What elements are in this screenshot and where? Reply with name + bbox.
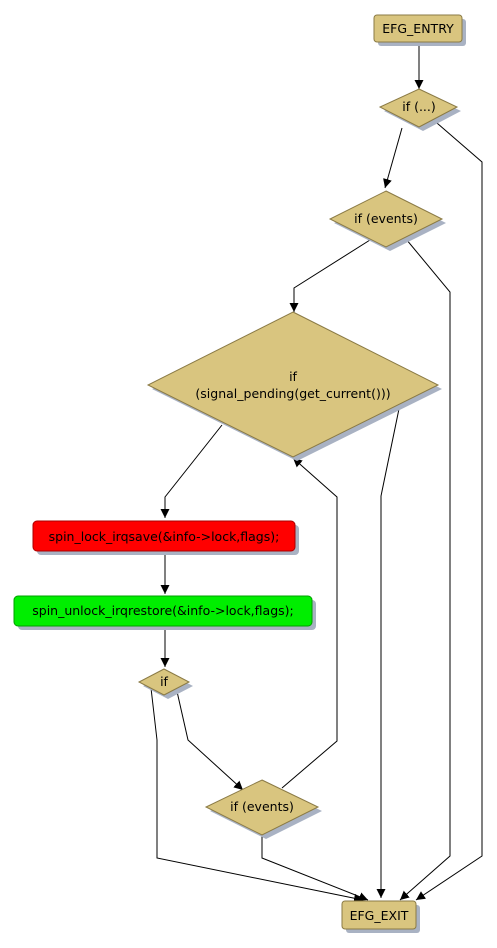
- edge-if-signal-to-spin-lock: [160, 424, 223, 518]
- node-if-events-2[interactable]: if (events): [204, 779, 322, 839]
- node-efg-entry[interactable]: EFG_ENTRY: [373, 14, 466, 46]
- node-if-events-2-label: if (events): [230, 799, 294, 814]
- node-efg-entry-label: EFG_ENTRY: [382, 21, 454, 36]
- node-if-signal-line1: if: [289, 369, 297, 384]
- edge-if-events-to-exit-2: [261, 834, 369, 901]
- node-if-plain[interactable]: if: [137, 668, 193, 699]
- node-spin-lock[interactable]: spin_lock_irqsave(&info->lock,flags);: [32, 520, 299, 555]
- node-if-signal-pending[interactable]: if (signal_pending(get_current())): [146, 311, 442, 461]
- node-spin-lock-label: spin_lock_irqsave(&info->lock,flags);: [49, 529, 280, 544]
- node-if-dots-label: if (...): [402, 99, 436, 114]
- node-efg-exit-label: EFG_EXIT: [350, 908, 409, 923]
- node-if-events-1[interactable]: if (events): [328, 190, 446, 251]
- node-if-plain-label: if: [160, 674, 168, 689]
- edge-if-events-to-if-signal: [289, 239, 371, 312]
- edge-if-to-exit: [150, 687, 364, 903]
- node-if-dots[interactable]: if (...): [378, 88, 461, 131]
- node-spin-unlock[interactable]: spin_unlock_irqrestore(&info->lock,flags…: [13, 595, 316, 630]
- edge-if-to-if-events: [175, 686, 244, 791]
- node-if-events-1-label: if (events): [354, 211, 418, 226]
- node-efg-exit[interactable]: EFG_EXIT: [341, 900, 420, 933]
- edge-if-dots-to-if-events: [383, 127, 403, 189]
- node-if-signal-line2: (signal_pending(get_current())): [195, 386, 390, 401]
- edges: [150, 43, 483, 903]
- node-spin-unlock-label: spin_unlock_irqrestore(&info->lock,flags…: [32, 603, 293, 618]
- edge-if-events-to-exit: [399, 232, 451, 901]
- edge-if-signal-to-exit: [376, 403, 401, 898]
- edge-if-dots-to-exit: [415, 116, 483, 901]
- edge-if-events-loop-to-if-signal: [281, 457, 338, 789]
